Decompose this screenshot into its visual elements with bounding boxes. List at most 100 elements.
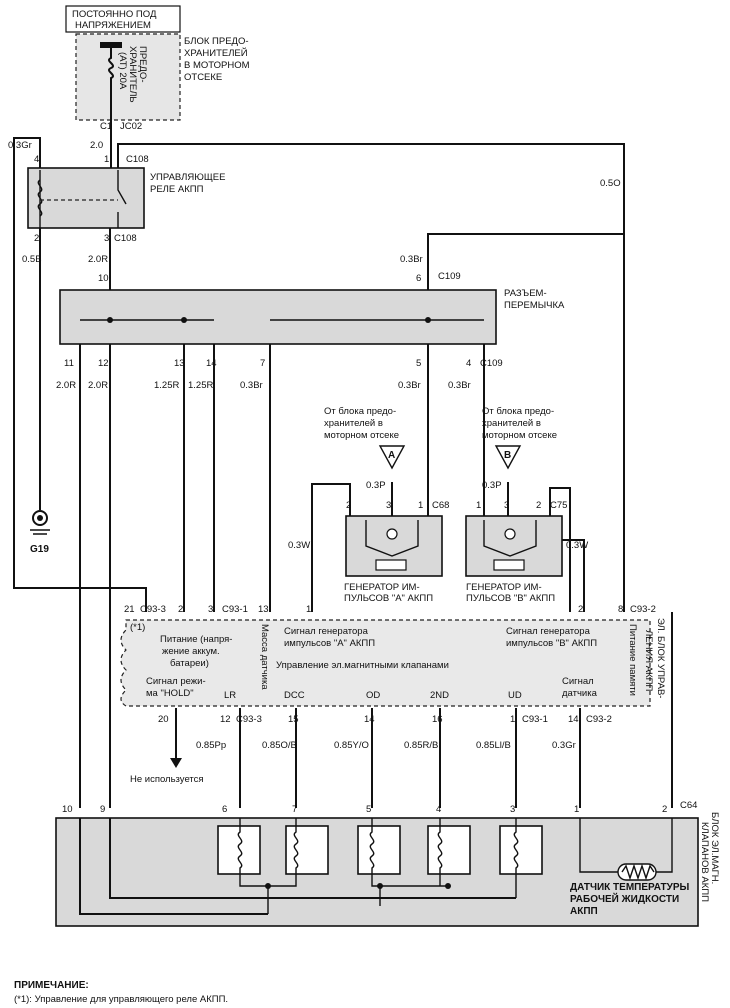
sol-pin-9: 9: [100, 804, 105, 815]
ecu-pin-3: 3: [208, 604, 213, 615]
ecu-pin-20: 20: [158, 714, 169, 725]
sol-pin-2: 2: [662, 804, 667, 815]
wire-1-25r-a: 1.25R: [154, 380, 179, 391]
solenoid-lr-icon: [217, 818, 268, 887]
constant-power-header: ПОСТОЯННО ПОД НАПРЯЖЕНИЕМ: [65, 5, 181, 33]
ecu-pin-13: 13: [258, 604, 269, 615]
relay-switch-icon: [117, 170, 127, 228]
solenoid-ud-icon: [499, 818, 543, 898]
wire-0-3p-a: 0.3P: [366, 480, 386, 491]
jumper-pin-10: 10: [98, 273, 109, 284]
ecu-pin-12: 12: [220, 714, 231, 725]
jumper-connector: РАЗЪЕМ- ПЕРЕМЫЧКА C109 C109: [59, 271, 565, 369]
ecu-conn-c93-2-top: C93-2: [630, 604, 656, 615]
relay-pin-3: 3: [104, 233, 109, 244]
wire-2-0r-a: 2.0R: [56, 380, 76, 391]
solenoid-dcc-icon: [268, 818, 329, 887]
ecu-ground-sensor: Масса датчика: [259, 624, 270, 690]
c1-pin: C1: [100, 121, 112, 132]
footnote: ПРИМЕЧАНИЕ: (*1): Управление для управля…: [14, 980, 228, 1005]
jumper-label-2: ПЕРЕМЫЧКА: [504, 300, 565, 311]
wire-2-0r-b: 2.0R: [88, 380, 108, 391]
note-text: (*1): Управление для управляющего реле А…: [14, 994, 228, 1005]
ecu-hold-2: ма "HOLD": [146, 688, 194, 699]
fuse-label-2: ХРАНИТЕЛЬ: [127, 46, 138, 103]
fuse-label-3: (АТ) 20A: [117, 52, 128, 90]
ecu-side-1: ЭЛ. БЛОК УПРАВ-: [655, 618, 666, 698]
ecu-pin-15: 15: [288, 714, 299, 725]
ecu-conn-c93-1-top: C93-1: [222, 604, 248, 615]
wire-0-5o: 0.5O: [600, 178, 621, 189]
ecu-pin-8: 8: [618, 604, 623, 615]
jumper-pin-7: 7: [260, 358, 265, 369]
fuse-block: ПРЕДО- ХРАНИТЕЛЬ (АТ) 20A БЛОК ПРЕДО- ХР…: [75, 33, 250, 121]
pgb-pin-1: 1: [476, 500, 481, 511]
temp-label-1: ДАТЧИК ТЕМПЕРАТУРЫ: [570, 882, 690, 893]
sol-pin-1: 1: [574, 804, 579, 815]
pga-connector: C68: [432, 500, 449, 511]
jumper-label-1: РАЗЪЕМ-: [504, 288, 547, 299]
solenoid-side-2: КЛАПАНОВ АКПП: [699, 822, 710, 902]
temp-label-2: РАБОЧЕЙ ЖИДКОСТИ: [570, 892, 679, 905]
pgb-connector: C75: [550, 500, 567, 511]
solenoid-side-1: БЛОК ЭЛ.МАГН.: [709, 812, 720, 884]
solenoid-block: 10 9 6 7 5 4 3 1 2 C64: [55, 800, 720, 927]
fuse-icon: [108, 48, 114, 118]
constant-power-line1: ПОСТОЯННО ПОД: [72, 9, 157, 20]
ecu-valve-dcc: DCC: [284, 690, 305, 701]
ecu-valve-2nd: 2ND: [430, 690, 449, 701]
ecu-pin-14a: 14: [364, 714, 375, 725]
relay-connector-bottom: C108: [114, 233, 137, 244]
ecu-sig-a-1: Сигнал генератора: [284, 626, 369, 637]
fuse-block-label-4: ОТСЕКЕ: [184, 72, 222, 83]
jc02-connector: JC02: [120, 121, 142, 132]
relay-pin-1: 1: [104, 154, 109, 165]
relay-label-1: УПРАВЛЯЮЩЕЕ: [150, 172, 225, 183]
ecu-valve-ud: UD: [508, 690, 522, 701]
solenoid-2nd-icon: [427, 818, 471, 886]
ecu-note-ref: (*1): [130, 622, 145, 633]
wire-0-3p-b: 0.3P: [482, 480, 502, 491]
note-title: ПРИМЕЧАНИЕ:: [14, 980, 89, 991]
ecu-pin-14b: 14: [568, 714, 579, 725]
pulse-generator-b: От блока предо- хранителей в моторном от…: [465, 406, 567, 604]
ecu-conn-c93-3-bottom: C93-3: [236, 714, 262, 725]
not-used-arrow-icon: [170, 758, 182, 768]
wire-0-85rb: 0.85R/B: [404, 740, 438, 751]
wire-0-3w-b: 0.3W: [566, 540, 588, 551]
ecu-side-2: ЛЕНИЯ АКПП: [643, 630, 654, 691]
ecu-pin-16: 16: [432, 714, 443, 725]
ref-a: A: [388, 450, 395, 461]
pga-label-2: ПУЛЬСОВ "A" АКПП: [344, 593, 433, 604]
ecu-power-2: жение аккум.: [162, 646, 220, 657]
pga-from-1: От блока предо-: [324, 406, 396, 417]
pulse-generator-a: От блока предо- хранителей в моторном от…: [324, 406, 449, 604]
jumper-pin-5: 5: [416, 358, 421, 369]
temp-sensor-wire: [579, 818, 673, 873]
wire-0-85ob: 0.85O/B: [262, 740, 297, 751]
wire-0-3gr: 0.3Gr: [8, 140, 32, 151]
constant-power-line2: НАПРЯЖЕНИЕМ: [75, 20, 151, 31]
ref-b: B: [504, 450, 511, 461]
wire-0-3gr-b: 0.3Gr: [552, 740, 576, 751]
relay-coil-icon: [37, 179, 43, 217]
wires: [13, 118, 673, 808]
jumper-pin-6: 6: [416, 273, 421, 284]
ecu-memory-power: Питание памяти: [627, 624, 638, 696]
sol-pin-10: 10: [62, 804, 73, 815]
temp-label-3: АКПП: [570, 906, 598, 917]
not-used-label: Не используется: [130, 774, 204, 785]
wire-0-3br-c: 0.3Br: [448, 380, 471, 391]
pga-pin-1: 1: [418, 500, 423, 511]
jumper-pin-4: 4: [466, 358, 471, 369]
relay-connector-top: C108: [126, 154, 149, 165]
ecu-valve-lr: LR: [224, 690, 236, 701]
wire-0-3br-b: 0.3Br: [398, 380, 421, 391]
pgb-sensor-icon: [493, 559, 525, 571]
solenoid-od-icon: [357, 818, 448, 887]
ecu-sig-b-1: Сигнал генератора: [506, 626, 591, 637]
pga-pin-3: 3: [386, 500, 391, 511]
ecu-pin-1: 1: [306, 604, 311, 615]
pgb-label-1: ГЕНЕРАТОР ИМ-: [466, 582, 542, 593]
ecu-block: 21 C93-3 2 3 C93-1 13 1 2 8 C93-2 (*1) П…: [120, 604, 666, 725]
